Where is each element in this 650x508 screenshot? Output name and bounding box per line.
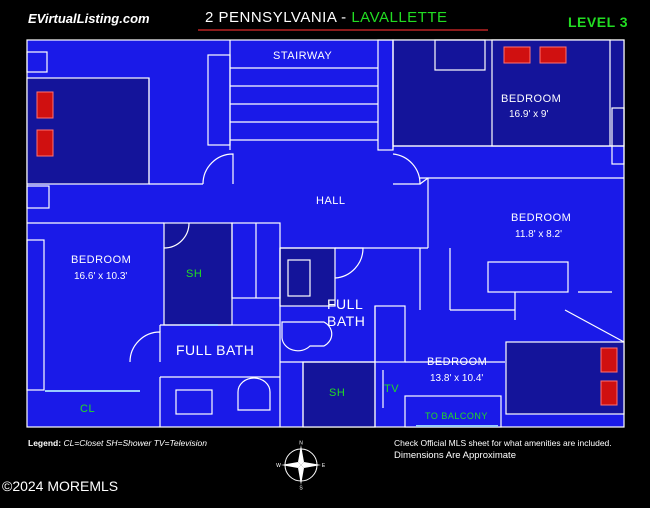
room-label-bedroom-w: BEDROOM <box>71 254 132 266</box>
room-label-hall: HALL <box>316 195 346 207</box>
legend: Legend: CL=Closet SH=Shower TV=Televisio… <box>28 438 207 448</box>
closet-west <box>26 239 45 391</box>
balcony-passage <box>404 395 502 428</box>
label-closet: CL <box>80 403 96 415</box>
note-dimensions: Dimensions Are Approximate <box>394 450 516 461</box>
linen-closet <box>374 305 406 363</box>
compass-icon: N S E W <box>276 441 326 491</box>
room-label-full-bath-left: FULL BATH <box>176 342 255 358</box>
room-dims-bedroom-w: 16.6' x 10.3' <box>74 271 128 282</box>
toilet <box>237 377 271 411</box>
compass-w: W <box>276 463 281 469</box>
compass-n: N <box>299 441 303 447</box>
room-label-stairway: STAIRWAY <box>273 50 333 62</box>
wall <box>564 309 625 343</box>
pillow <box>600 380 618 406</box>
pillow <box>539 46 567 64</box>
town-text: LAVALLETTE <box>351 9 448 26</box>
room-label-bedroom-e: BEDROOM <box>511 212 572 224</box>
pillow <box>600 347 618 373</box>
label-shower-2: SH <box>329 387 346 399</box>
room-label-full-bath-center-2: BATH <box>327 313 366 329</box>
door-swing <box>129 331 161 363</box>
door-swing <box>163 222 190 249</box>
wall-box <box>611 107 625 165</box>
sink <box>287 259 311 297</box>
title-underline <box>198 29 488 31</box>
label-shower-1: SH <box>186 268 203 280</box>
pillow <box>36 129 54 157</box>
door-swing <box>392 153 421 185</box>
shower-room-2 <box>302 361 376 428</box>
wall-box <box>26 51 48 73</box>
toilet <box>281 321 333 352</box>
room-dims-bedroom-ne: 16.9' x 9' <box>509 109 549 120</box>
room-dims-bedroom-se: 13.8' x 10.4' <box>430 373 484 384</box>
note-amenities: Check Official MLS sheet for what amenit… <box>394 438 612 448</box>
room-label-full-bath-center-1: FULL <box>327 296 364 312</box>
stair-rail-right <box>377 39 394 151</box>
wall <box>419 177 429 185</box>
address-text: 2 PENNSYLVANIA <box>205 9 337 26</box>
room-dims-bedroom-e: 11.8' x 8.2' <box>515 229 562 240</box>
title-separator: - <box>341 9 347 26</box>
label-tv: TV <box>384 383 400 395</box>
pillow <box>36 91 54 119</box>
sink <box>175 389 213 415</box>
wall-box <box>434 39 486 71</box>
dresser <box>487 261 569 293</box>
label-to-balcony: TO BALCONY <box>425 411 488 421</box>
room-label-bedroom-se: BEDROOM <box>427 356 488 368</box>
compass-s: S <box>299 486 303 491</box>
listing-title: 2 PENNSYLVANIA - LAVALLETTE <box>205 9 448 26</box>
site-name: EVirtualListing.com <box>28 11 150 26</box>
legend-text: CL=Closet SH=Shower TV=Television <box>63 438 207 448</box>
pillow <box>503 46 531 64</box>
legend-title: Legend: <box>28 438 62 448</box>
level-label: LEVEL 3 <box>568 14 629 30</box>
door-swing <box>334 247 364 279</box>
wall-box <box>26 185 50 209</box>
compass-e: E <box>322 463 326 469</box>
room-label-bedroom-ne: BEDROOM <box>501 93 562 105</box>
stair-rail-left <box>207 54 231 146</box>
door-swing <box>202 153 234 185</box>
copyright: ©2024 MOREMLS <box>2 478 119 494</box>
